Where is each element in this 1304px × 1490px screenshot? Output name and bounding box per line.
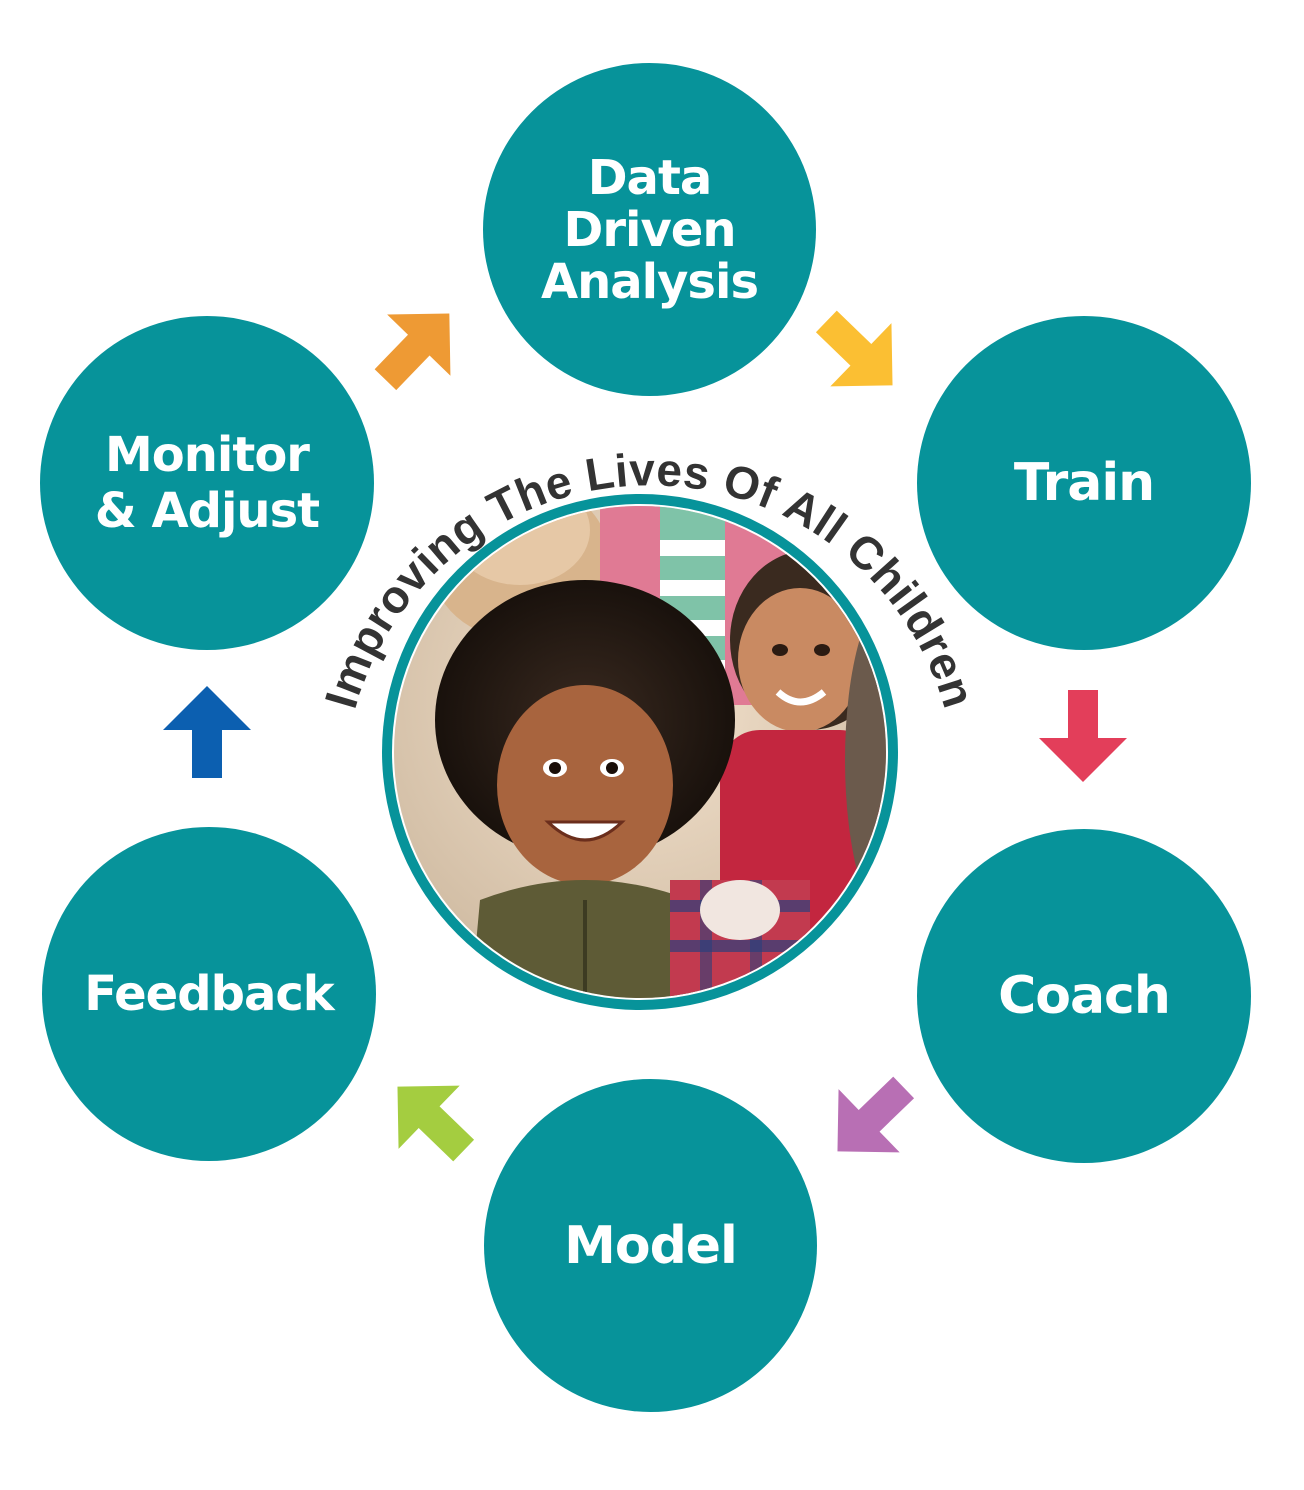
node-monitor-adjust[interactable]: Monitor & Adjust: [40, 316, 374, 650]
arrow-to-model-icon: [806, 1055, 935, 1183]
node-label-line: Driven: [563, 201, 737, 258]
node-train[interactable]: Train: [917, 316, 1251, 650]
node-feedback[interactable]: Feedback: [42, 827, 376, 1161]
node-label-line: & Adjust: [94, 483, 320, 539]
arrow-icon: [353, 282, 481, 411]
node-label-line: Analysis: [540, 253, 759, 310]
arrow-icon: [795, 289, 924, 417]
arrow-icon: [806, 1055, 935, 1183]
node-coach[interactable]: Coach: [917, 829, 1251, 1163]
node-label-line: Monitor: [105, 427, 310, 483]
arrow-icon: [163, 686, 251, 778]
node-label: Train: [1013, 453, 1155, 513]
arrow-to-feedback-icon: [366, 1055, 495, 1183]
node-label: Model: [564, 1215, 738, 1276]
node-model[interactable]: Model: [484, 1079, 817, 1412]
node-data-driven-analysis[interactable]: Data Driven Analysis: [483, 63, 816, 396]
arrow-icon: [366, 1055, 495, 1183]
arrow-to-coach-icon: [1039, 690, 1127, 782]
center-hub: Improving The Lives Of All Children: [314, 443, 985, 1010]
node-label: Coach: [998, 966, 1171, 1026]
node-label: Feedback: [84, 966, 334, 1022]
arrow-to-train-icon: [795, 289, 924, 417]
node-label-line: Data: [587, 149, 713, 206]
arrow-to-monitor-icon: [163, 686, 251, 778]
arrow-to-data-icon: [353, 282, 481, 411]
arrow-icon: [1039, 690, 1127, 782]
